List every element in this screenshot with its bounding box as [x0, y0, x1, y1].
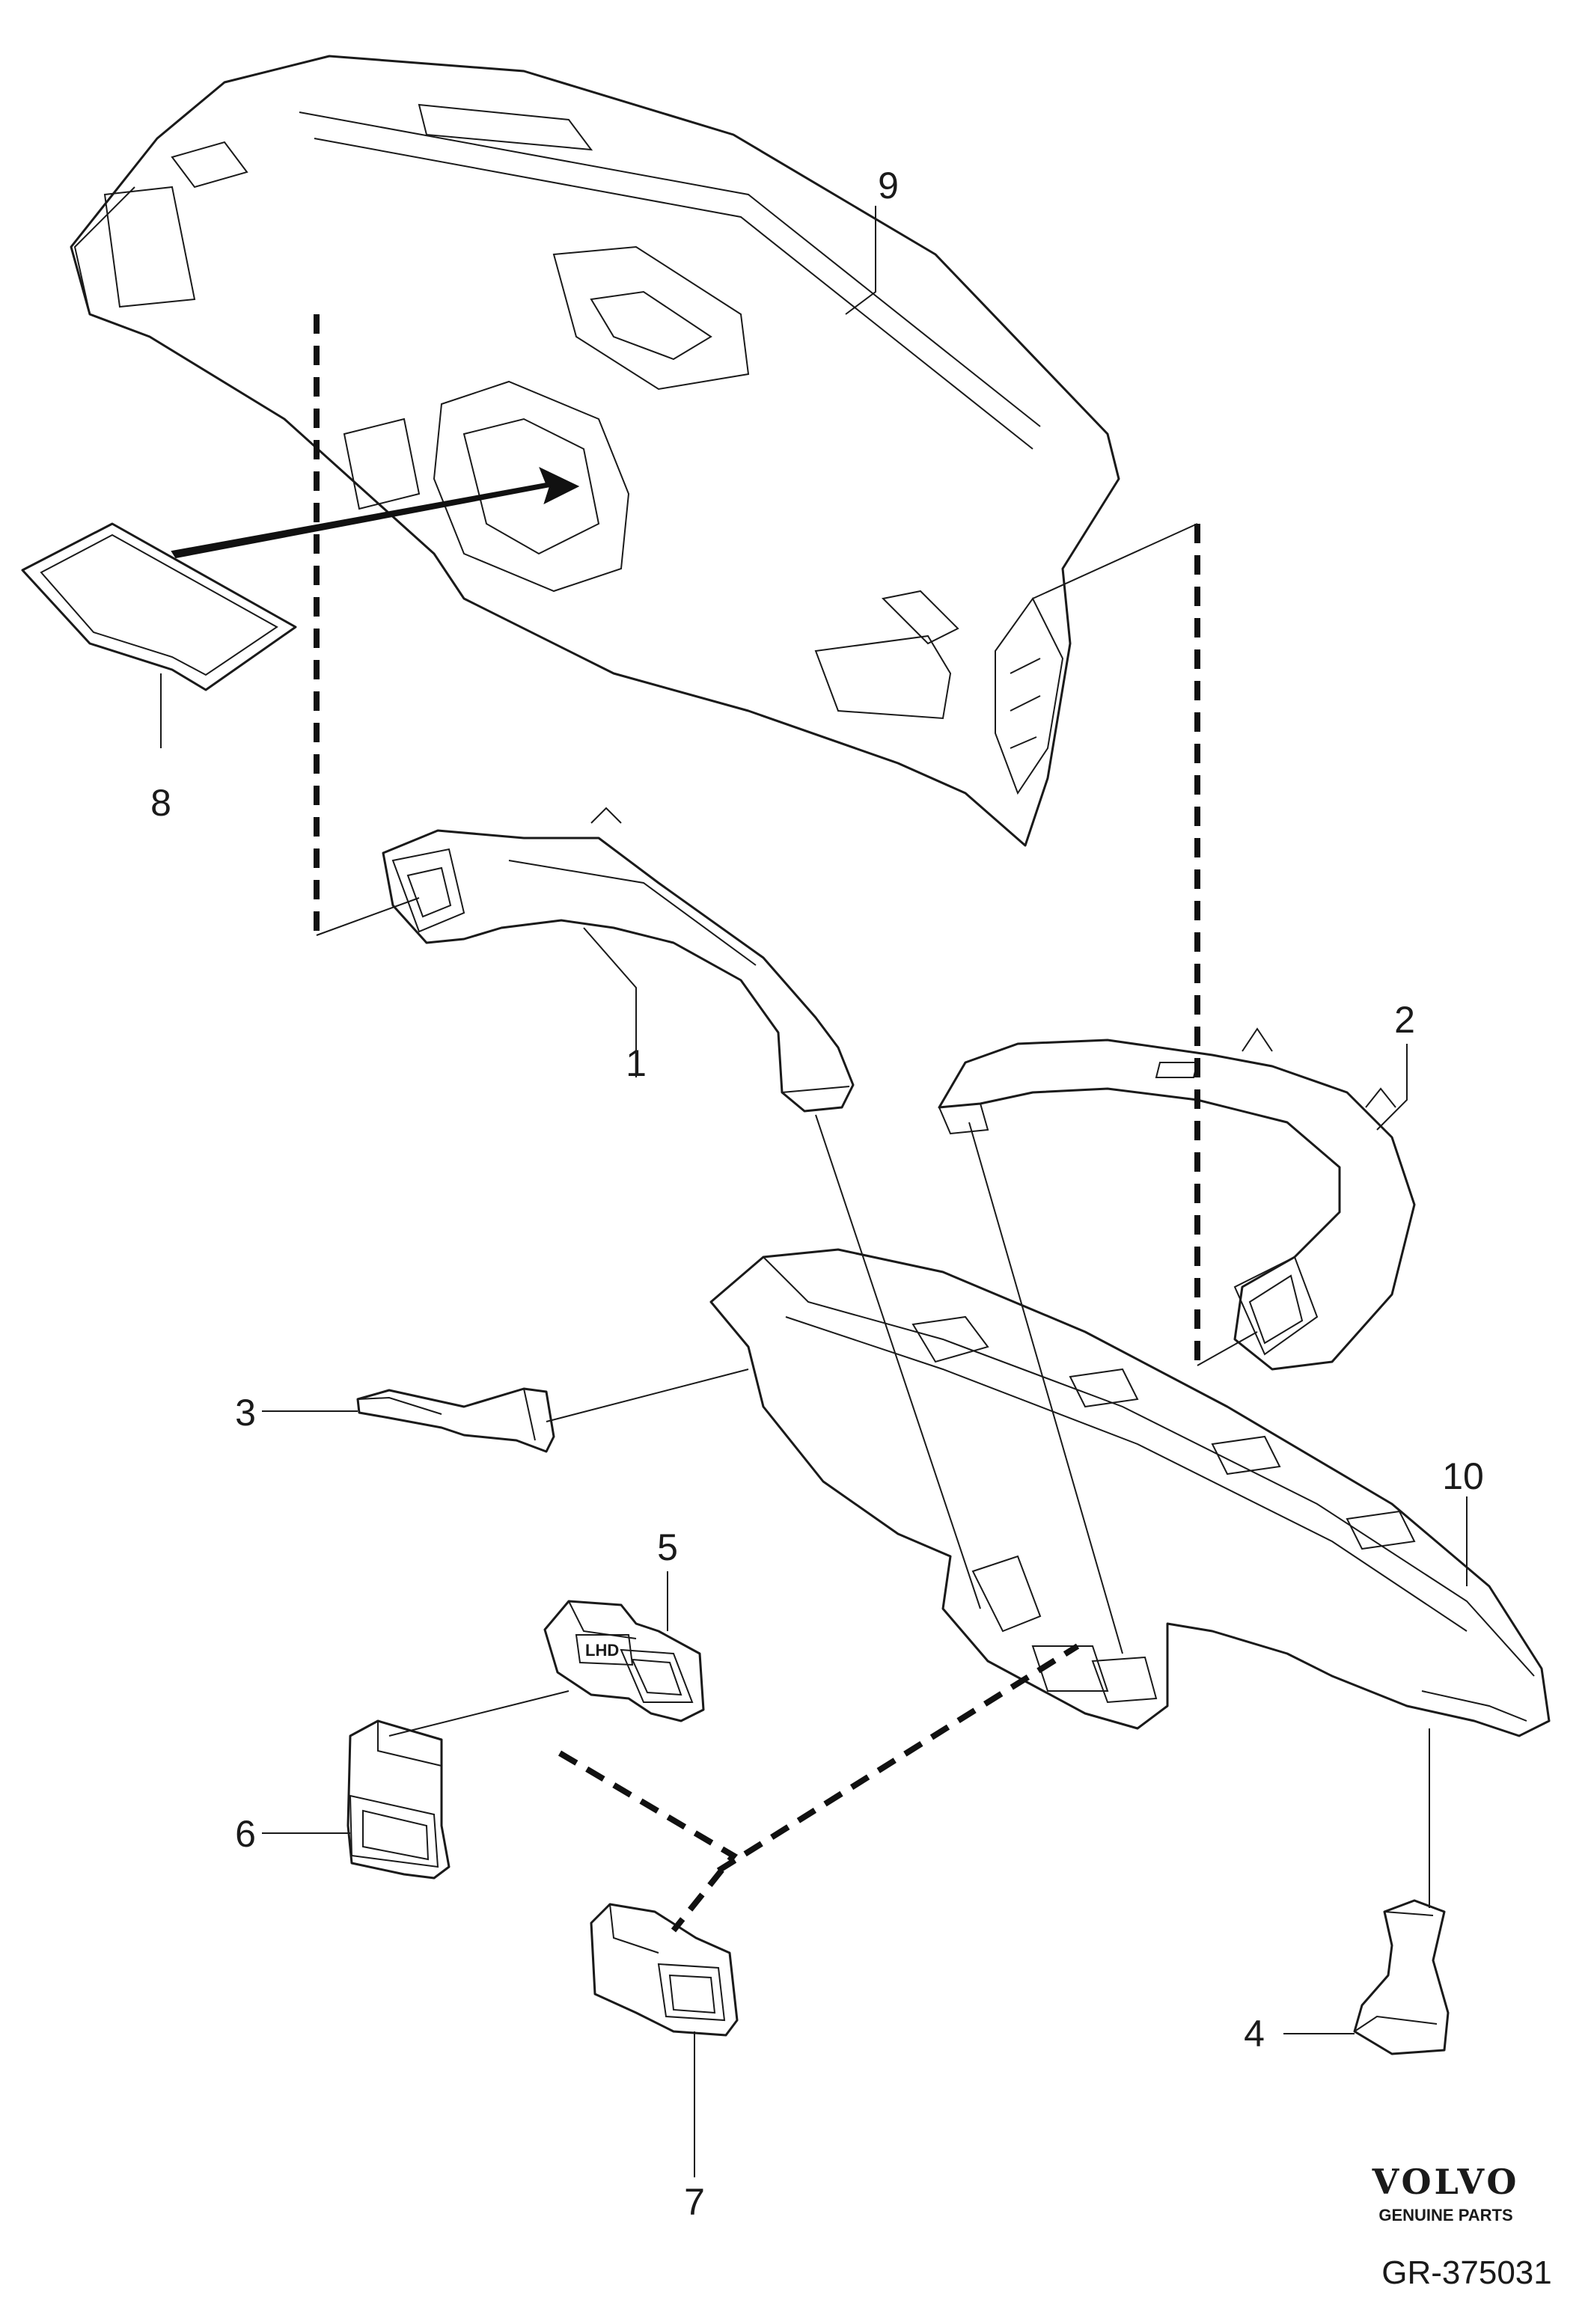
genuine-parts-text: GENUINE PARTS — [1378, 2206, 1512, 2224]
callout-4: 4 — [1244, 2013, 1265, 2055]
callout-8: 8 — [150, 782, 171, 824]
lhd-stamp: LHD — [585, 1641, 619, 1660]
connector-part-5: LHD — [543, 1600, 705, 1722]
callout-2: 2 — [1394, 999, 1415, 1041]
callout-6: 6 — [235, 1813, 256, 1855]
reference-number: GR-375031 — [1381, 2254, 1551, 2291]
duct-assembly-part-10 — [709, 1248, 1551, 1737]
duct-part-3 — [356, 1387, 555, 1453]
callout-9: 9 — [878, 165, 899, 207]
callout-labels: 1 2 3 4 5 6 7 8 9 10 — [150, 165, 1484, 2223]
callout-3: 3 — [235, 1392, 256, 1434]
duct-part-2 — [938, 1027, 1416, 1371]
vent-part-7 — [590, 1903, 739, 2037]
callout-7: 7 — [684, 2181, 705, 2223]
vent-part-6 — [346, 1719, 451, 1880]
callout-1: 1 — [626, 1042, 647, 1084]
gasket-part-8 — [21, 466, 580, 691]
duct-part-1 — [382, 807, 855, 1113]
volvo-logo-text: VOLVO — [1372, 2162, 1520, 2202]
leader-lines — [160, 206, 1468, 2177]
assembly-dashed-lines — [314, 314, 1200, 1933]
elbow-part-4 — [1353, 1899, 1450, 2055]
brand-block: VOLVO GENUINE PARTS GR-375031 — [1372, 2162, 1552, 2291]
dashboard-part-9 — [70, 55, 1120, 847]
callout-10: 10 — [1442, 1455, 1484, 1497]
callout-5: 5 — [657, 1526, 678, 1568]
